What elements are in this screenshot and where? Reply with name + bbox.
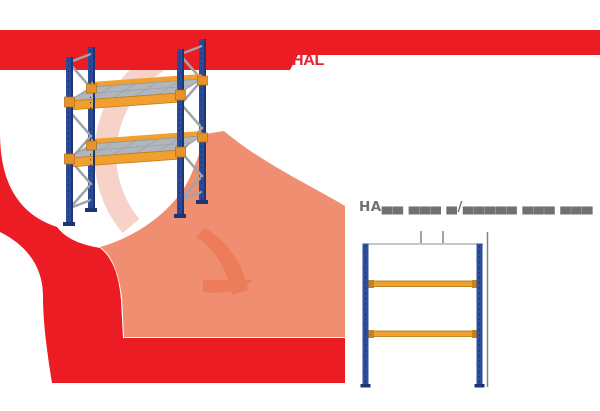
rack-3d-illustration [63, 39, 208, 226]
rack3d-post-front-left [66, 57, 73, 224]
rack2d-foot-right [474, 384, 485, 388]
rack3d-post-front-right [177, 49, 184, 216]
rack3d-post-rear-left [88, 47, 95, 210]
rack-2d-drawing [360, 243, 485, 388]
rack2d-foot-left [360, 384, 371, 388]
white-card-2d [356, 243, 486, 387]
drawing-label-text: HA▄▄ ▄▄▄ ▄/▄▄▄▄▄ ▄▄▄ ▄▄▄ [359, 199, 593, 215]
salmon-arc-shade-bottom [203, 280, 253, 293]
rack2d-post-perforations [365, 246, 480, 384]
red-swoosh [0, 95, 345, 383]
title-text: HAL [292, 52, 324, 69]
rack3d-deck-grid-level2 [79, 137, 192, 157]
salmon-arc-shade [196, 228, 248, 295]
rack3d-beam-clips [64, 75, 208, 165]
rack3d-strut-left-top [69, 52, 92, 64]
top-banner [0, 30, 600, 70]
rack3d-post-rear-right [199, 39, 206, 202]
salmon-arc [100, 131, 345, 337]
rack3d-rear-beam-level1 [91, 74, 202, 87]
rack3d-post-shading [71, 39, 206, 224]
rack3d-strut-right-top [180, 44, 203, 56]
dimension-lines [420, 231, 489, 387]
rack3d-strut-left-bottom [69, 198, 92, 210]
rack3d-deck-grid-level1 [79, 80, 192, 100]
rack3d-rear-beam-level2 [91, 131, 202, 144]
rack3d-post-perforations [68, 42, 202, 222]
rack3d-strut-right-bottom [180, 190, 203, 202]
rack3d-base-feet [63, 200, 208, 226]
